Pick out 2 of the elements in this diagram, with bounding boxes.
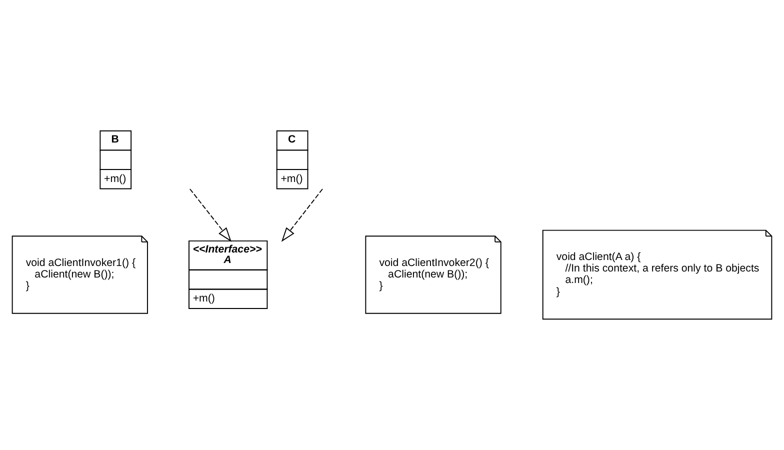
arrow xyxy=(189,188,232,242)
arrow xyxy=(281,188,323,242)
